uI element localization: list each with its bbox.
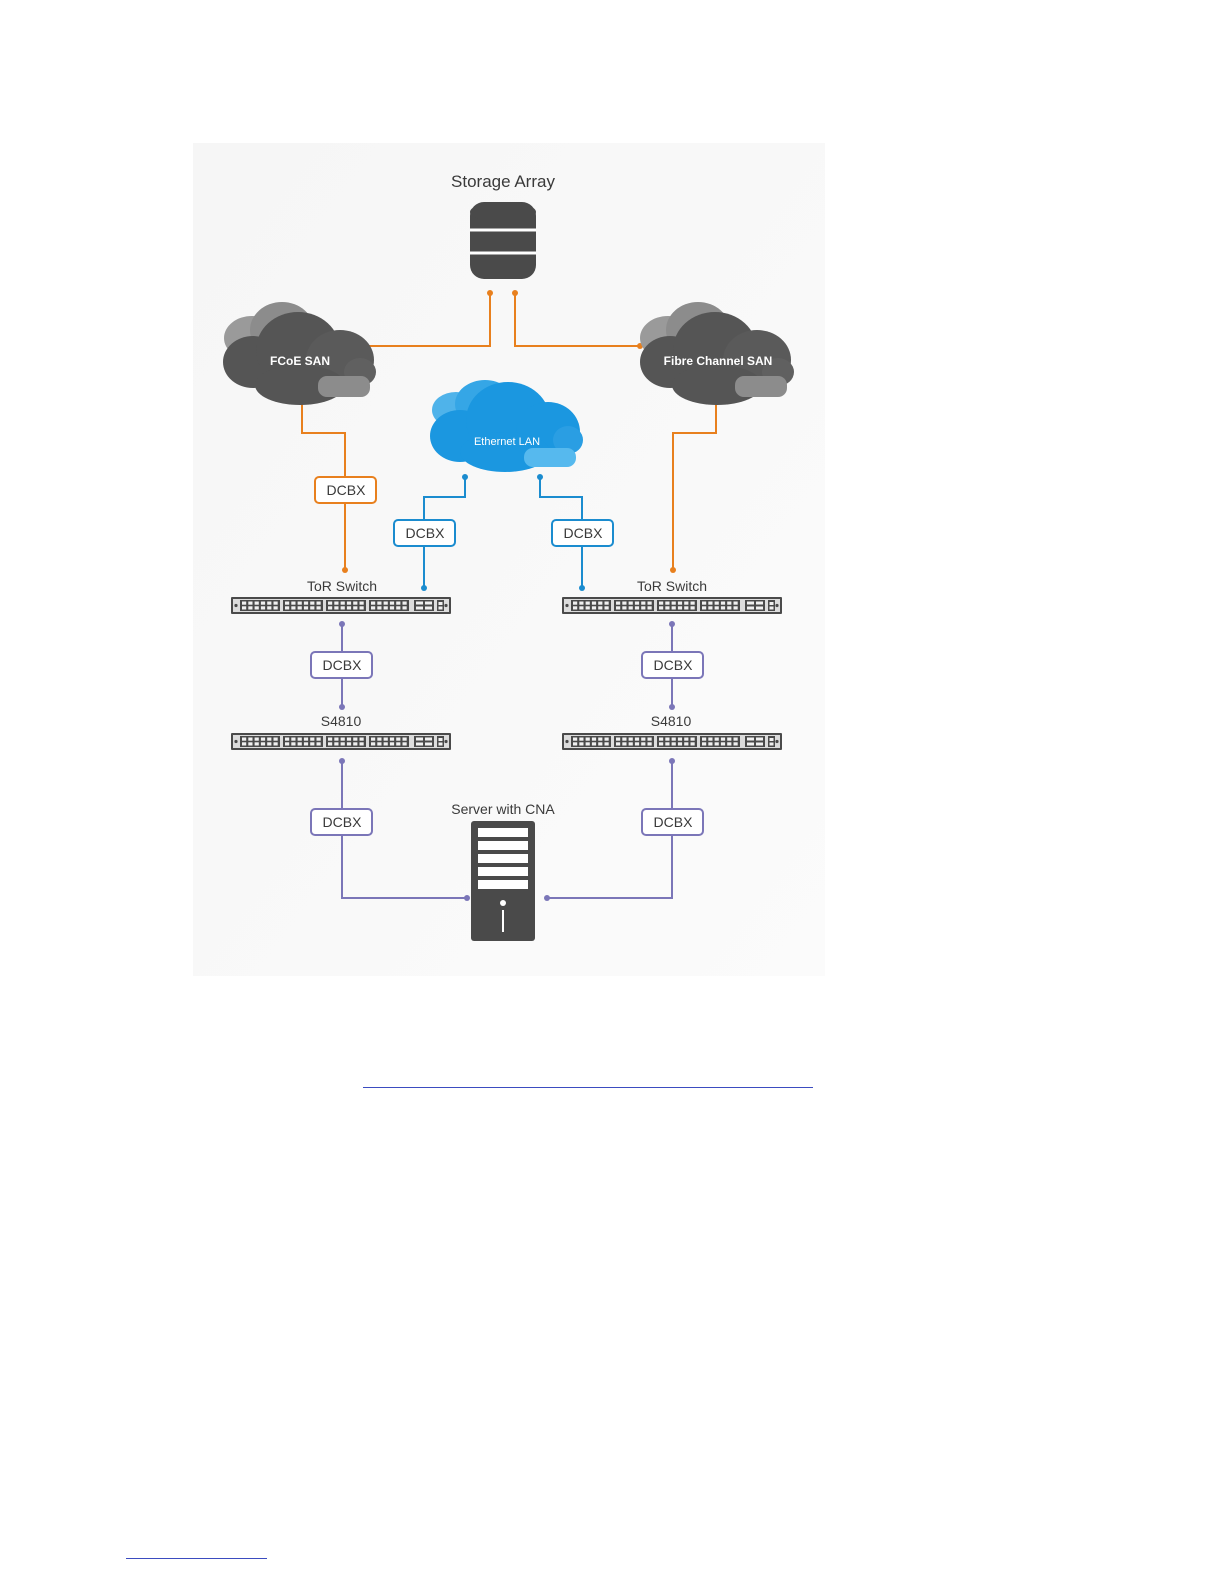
link-underline (363, 1087, 813, 1088)
tor-switch-right-label: ToR Switch (637, 578, 707, 594)
storage-array-label: Storage Array (451, 172, 555, 191)
svg-text:DCBX: DCBX (323, 657, 363, 673)
ethernet-lan-label: Ethernet LAN (474, 436, 540, 448)
svg-text:DCBX: DCBX (564, 525, 604, 541)
fibre-channel-san-label: Fibre Channel SAN (664, 354, 773, 368)
dcbx-box-server-left: DCBX (311, 809, 372, 835)
s4810-left-icon (231, 733, 451, 750)
fcoe-san-label: FCoE SAN (270, 354, 330, 368)
svg-text:DCBX: DCBX (654, 814, 694, 830)
database-icon (470, 202, 536, 279)
tor-switch-left-label: ToR Switch (307, 578, 377, 594)
dcbx-box-lan-right: DCBX (552, 520, 613, 546)
server-label: Server with CNA (451, 801, 555, 817)
footer-link-underline (126, 1558, 267, 1559)
tor-switch-right-icon (562, 597, 782, 614)
dcbx-box-tor-left: DCBX (311, 652, 372, 678)
svg-text:DCBX: DCBX (406, 525, 446, 541)
svg-text:DCBX: DCBX (327, 482, 367, 498)
dcbx-box-server-right: DCBX (642, 809, 703, 835)
tor-switch-left-icon (231, 597, 451, 614)
s4810-right-icon (562, 733, 782, 750)
svg-text:DCBX: DCBX (654, 657, 694, 673)
s4810-left-label: S4810 (321, 713, 362, 729)
dcbx-box-fcoe: DCBX (315, 477, 376, 503)
dcbx-box-tor-right: DCBX (642, 652, 703, 678)
server-icon (471, 821, 535, 941)
dcbx-box-lan-left: DCBX (394, 520, 455, 546)
s4810-right-label: S4810 (651, 713, 692, 729)
svg-text:DCBX: DCBX (323, 814, 363, 830)
